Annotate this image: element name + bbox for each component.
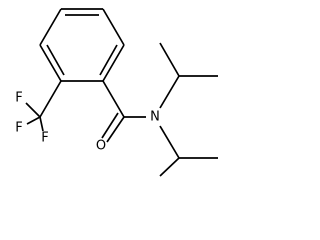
atom-oxygen: O [96, 139, 106, 154]
atom-nitrogen: N [150, 110, 160, 125]
bond-n-to-upper-ch [159, 75, 180, 109]
isopropyl-upper [159, 42, 218, 109]
trifluoromethyl-group: F F F [15, 80, 62, 146]
ring-bond-bottom-right [102, 44, 125, 82]
amide-group: O N [96, 80, 160, 154]
atom-fluorine-top: F [15, 91, 22, 106]
isopropyl-lower [159, 125, 218, 177]
benzene-ring [39, 8, 125, 82]
ring-double-bond-right [99, 44, 118, 76]
bond-upper-ch-to-methyl-up [159, 42, 180, 77]
bond-c-f-bottom [39, 116, 44, 132]
bond-carbonyl-o-1 [106, 116, 125, 143]
bond-carbonyl-o-2 [101, 112, 119, 139]
bond-n-to-lower-ch [159, 125, 180, 159]
bond-lower-ch-to-methyl-down [159, 157, 180, 177]
bond-c-f-top [25, 102, 41, 118]
atom-fluorine-left: F [15, 121, 22, 136]
ring-bond-bottom-left [39, 44, 62, 82]
bond-ring-to-cf3 [39, 80, 62, 118]
bond-ring-to-carbonyl [102, 80, 125, 118]
atom-fluorine-bottom: F [41, 131, 48, 146]
ring-bond-top-left [39, 8, 62, 46]
ring-bond-top-right [102, 8, 125, 46]
ring-double-bond-left [46, 44, 65, 76]
structure-diagram: F F F O N [15, 8, 218, 177]
bond-c-f-left [26, 116, 41, 125]
